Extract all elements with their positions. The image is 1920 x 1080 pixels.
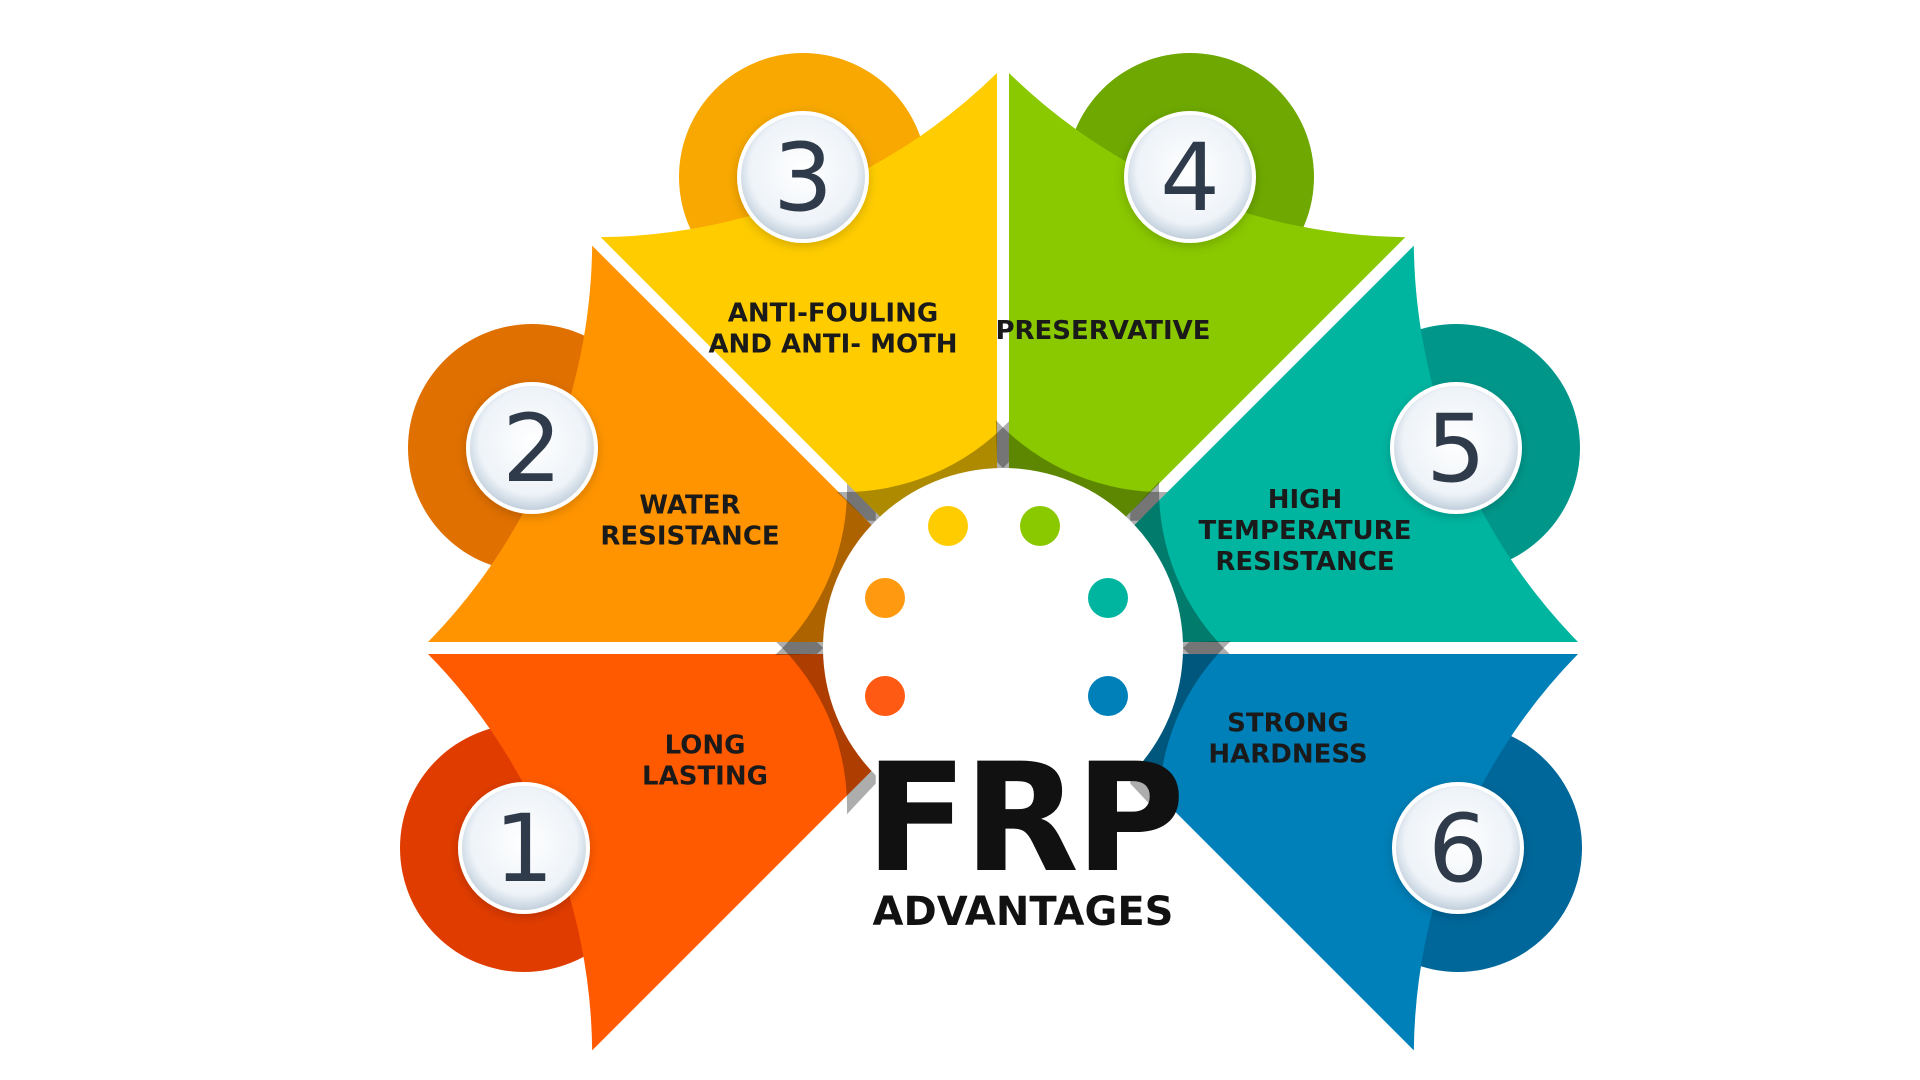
segment-label-line: RESISTANCE [1215,547,1394,577]
segment-number: 5 [1426,395,1486,504]
segment-panel [428,245,872,642]
segment-number: 1 [494,795,554,904]
segment-label-line: TEMPERATURE [1199,516,1412,546]
segment-number: 4 [1160,124,1220,233]
segment-label-line: LASTING [642,762,768,792]
segment-inner-band [836,420,1011,521]
segment-label-line: STRONG [1227,709,1349,739]
center-dot-1 [865,676,905,716]
segment-panel [1009,73,1406,517]
number-badge [466,382,598,514]
title-sub: ADVANTAGES [873,889,1174,935]
number-badge [1390,382,1522,514]
center-dot-5 [1088,578,1128,618]
segment-number: 3 [773,124,833,233]
segment-inner-band [995,420,1170,521]
number-badge [1392,782,1524,914]
center-dots [865,506,1128,716]
segment-inner-band [1130,481,1231,656]
number-badge [458,782,590,914]
segment-inner-band [1130,640,1231,815]
center-dot-3 [928,506,968,546]
segment-number: 6 [1428,795,1488,904]
segment-label-line: ANTI-FOULING [728,299,938,329]
segment-inner-band [775,640,876,815]
segment-label-line: HARDNESS [1208,740,1367,770]
center-dot-6 [1088,676,1128,716]
segment-label-line: RESISTANCE [600,522,779,552]
segment-label-line: PRESERVATIVE [995,316,1210,346]
segment-inner-band [775,481,876,656]
segment-panel [600,73,997,517]
number-badge [737,111,869,243]
number-badge [1124,111,1256,243]
segment-label-line: AND ANTI- MOTH [708,330,957,360]
center-dot-4 [1020,506,1060,546]
center-dot-2 [865,578,905,618]
center-disc [823,468,1183,828]
segment-number: 2 [502,395,562,504]
segment-label-line: HIGH [1268,485,1343,515]
segment-panel [1134,245,1578,642]
segments-layer: 1LONGLASTING2WATERRESISTANCE3ANTI-FOULIN… [400,53,1582,1051]
title-main: FRP [865,732,1181,906]
segment-label-line: LONG [665,731,746,761]
segment-panel [1134,654,1578,1051]
segment-panel [428,654,872,1051]
segment-label-line: WATER [639,491,740,521]
